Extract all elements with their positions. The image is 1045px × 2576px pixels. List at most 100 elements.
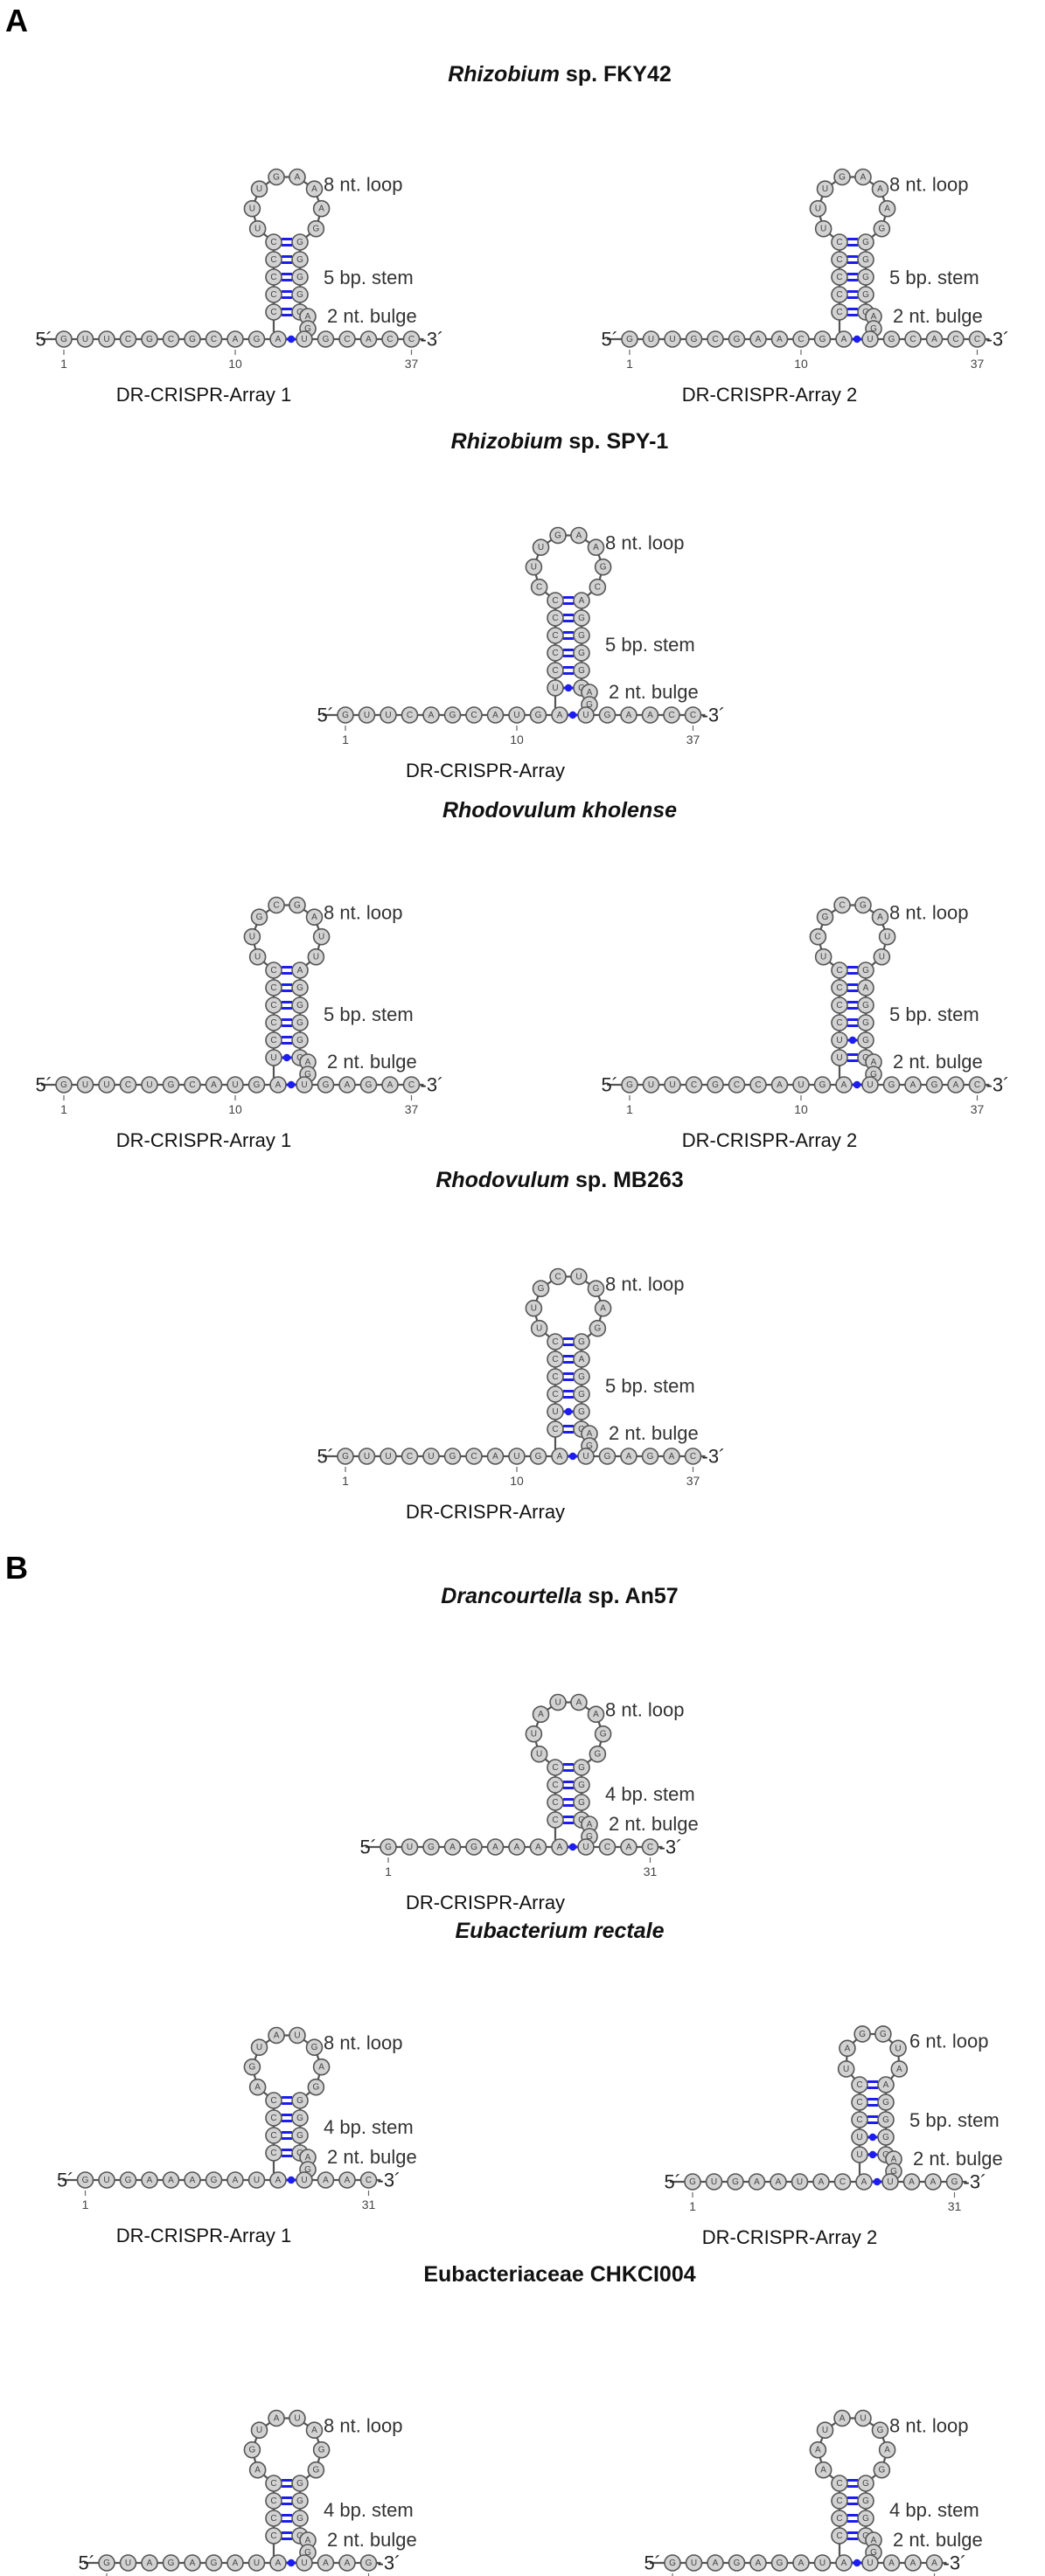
nucleotide: A <box>749 2554 767 2572</box>
nucleotide: A <box>573 592 590 609</box>
svg-text:G: G <box>312 2466 319 2475</box>
nucleotide: U <box>814 948 833 966</box>
nucleotide: A <box>508 1838 526 1856</box>
nucleotide: C <box>265 251 282 268</box>
loop-label: 8 nt. loop <box>605 1274 685 1295</box>
svg-text:G: G <box>880 2030 887 2039</box>
nucleotide: G <box>857 2510 874 2527</box>
svg-text:C: C <box>836 273 842 282</box>
nucleotide: G <box>291 286 309 303</box>
nucleotide: U <box>816 2421 834 2440</box>
position-label: 10 <box>510 733 524 746</box>
svg-text:A: A <box>449 1843 456 1852</box>
svg-text:G: G <box>578 1372 585 1382</box>
nucleotide: G <box>337 706 354 724</box>
bulge-label: 2 nt. bulge <box>893 1051 983 1073</box>
nucleotide: U <box>358 706 376 724</box>
nucleotide: U <box>851 2128 868 2146</box>
svg-text:G: G <box>535 1452 542 1462</box>
nucleotide: U <box>265 1049 282 1066</box>
nucleotide: G <box>55 1076 73 1094</box>
nucleotide: C <box>265 2127 282 2144</box>
nucleotide: G <box>307 2078 325 2096</box>
svg-text:G: G <box>296 1053 303 1063</box>
watson-crick-pair <box>847 308 858 316</box>
nucleotide: C <box>268 896 285 914</box>
nucleotide: A <box>792 2554 810 2572</box>
bulge-label: 2 nt. bulge <box>327 2529 417 2551</box>
nucleotide: G <box>857 2475 874 2492</box>
svg-text:G: G <box>470 1843 477 1852</box>
svg-text:U: U <box>582 1843 589 1852</box>
svg-text:G: G <box>578 631 585 641</box>
svg-text:G: G <box>449 1452 456 1462</box>
nucleotide: A <box>865 1053 882 1071</box>
nucleotide: U <box>861 2554 879 2572</box>
nucleotide: G <box>813 1076 832 1094</box>
svg-text:C: C <box>552 1390 558 1399</box>
nucleotide: A <box>835 2554 853 2572</box>
nucleotide: C <box>265 286 282 303</box>
svg-text:U: U <box>798 1080 804 1090</box>
svg-text:U: U <box>318 933 324 942</box>
loop-label: 8 nt. loop <box>324 2032 403 2054</box>
svg-text:C: C <box>270 308 276 317</box>
svg-text:C: C <box>604 1843 610 1852</box>
nucleotide: G <box>305 2038 324 2057</box>
nucleotide: G <box>76 2171 94 2189</box>
svg-text:A: A <box>884 2446 890 2455</box>
svg-text:G: G <box>862 1001 869 1010</box>
nucleotide: A <box>878 2441 896 2459</box>
nucleotide: C <box>831 233 848 251</box>
nucleotide: G <box>549 526 567 545</box>
nucleotide: U <box>289 2409 306 2427</box>
three-prime-label: -3´ <box>421 329 444 351</box>
nucleotide: U <box>307 948 325 966</box>
svg-text:A: A <box>535 1843 541 1852</box>
nucleotide: U <box>854 2409 872 2427</box>
svg-text:C: C <box>189 1080 195 1090</box>
nucleotide: C <box>547 609 564 627</box>
stem-label: 4 bp. stem <box>324 2116 414 2138</box>
svg-text:A: A <box>777 335 783 344</box>
watson-crick-pair <box>847 1001 858 1010</box>
nucleotide: U <box>380 706 397 724</box>
nucleotide: C <box>265 2092 282 2109</box>
svg-text:A: A <box>576 531 582 541</box>
nucleotide: C <box>547 1350 564 1368</box>
svg-text:A: A <box>387 1080 394 1090</box>
position-label: 37 <box>971 1102 985 1116</box>
position-label: 37 <box>686 1474 700 1488</box>
watson-crick-pair <box>282 2114 292 2122</box>
svg-text:U: U <box>254 2176 260 2185</box>
svg-text:C: C <box>270 1018 276 1028</box>
svg-text:A: A <box>841 1080 847 1090</box>
nucleotide: U <box>816 180 834 198</box>
nucleotide: G <box>573 1776 590 1794</box>
svg-text:G: G <box>888 1080 895 1090</box>
svg-text:C: C <box>270 1036 276 1045</box>
wobble-dot <box>568 711 577 719</box>
svg-text:U: U <box>819 2559 826 2568</box>
nucleotide: G <box>289 896 306 914</box>
nucleotide: U <box>664 1076 681 1094</box>
svg-text:G: G <box>146 335 153 344</box>
nucleotide: A <box>925 2554 944 2572</box>
nucleotide: G <box>816 908 834 927</box>
nucleotide: U <box>296 2554 313 2572</box>
svg-text:G: G <box>862 238 869 247</box>
position-label: 10 <box>794 357 808 371</box>
nucleotide: C <box>401 1448 419 1465</box>
nucleotide: U <box>98 1076 115 1094</box>
svg-text:U: U <box>552 684 558 693</box>
svg-text:C: C <box>552 666 558 676</box>
svg-text:A: A <box>275 2176 282 2185</box>
svg-text:C: C <box>470 711 477 720</box>
svg-text:C: C <box>168 335 174 344</box>
svg-text:G: G <box>296 2514 303 2524</box>
svg-text:C: C <box>815 933 821 942</box>
svg-text:G: G <box>296 2496 303 2506</box>
nucleotide: A <box>317 2171 335 2189</box>
svg-text:A: A <box>820 2466 826 2475</box>
nucleotide: A <box>878 199 896 218</box>
